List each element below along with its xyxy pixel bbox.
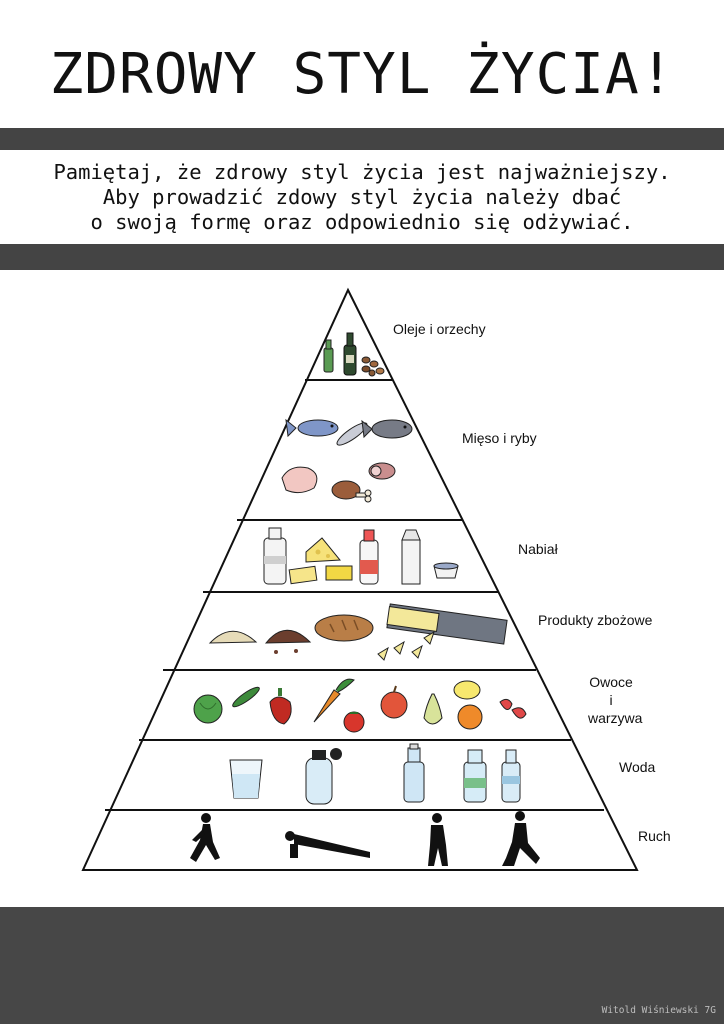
fish-grey-icon xyxy=(361,419,413,439)
water-bottle-1-icon xyxy=(403,743,425,803)
oils-nuts-icons xyxy=(323,332,385,377)
water-bottle-2-icon xyxy=(463,749,487,803)
cabbage-icon xyxy=(193,694,223,724)
top-divider-band xyxy=(0,128,724,150)
sports-bottle-icon xyxy=(305,748,342,805)
strawberries-icon xyxy=(499,698,527,719)
intro-line-2: Aby prowadzić zdowy styl życia należy db… xyxy=(102,185,622,209)
bottom-band xyxy=(0,907,724,1024)
level-label-fruits-line-1: Owoce xyxy=(589,674,633,690)
walker-icon xyxy=(428,813,448,866)
pyramid-outline xyxy=(81,287,639,871)
meat-fish-icons xyxy=(281,418,413,503)
exercise-icons xyxy=(190,811,540,866)
intro-line-3: o swoją formę oraz odpowiednio się odżyw… xyxy=(90,210,634,234)
lunge-icon xyxy=(502,811,540,866)
water-glass-icon xyxy=(229,759,263,799)
intro-text: Pamiętaj, że zdrowy styl życia jest najw… xyxy=(0,160,724,235)
flour-pile-icon xyxy=(208,630,258,644)
intro-line-1: Pamiętaj, że zdrowy styl życia jest najw… xyxy=(53,160,671,184)
food-pyramid xyxy=(81,287,639,871)
dairy-icons xyxy=(263,527,459,585)
fruits-vegetables-icons xyxy=(193,678,527,733)
level-label-fruits-line-3: warzywa xyxy=(588,710,643,726)
oil-bottle-small-icon xyxy=(323,339,334,373)
raw-meat-icon xyxy=(281,466,318,494)
yogurt-cup-icon xyxy=(433,562,459,579)
author-credit: Witold Wiśniewski 7G xyxy=(601,1005,716,1016)
cucumber-icon xyxy=(232,686,260,708)
nuts-icon xyxy=(361,356,385,377)
sausage-icon xyxy=(368,462,396,480)
pasta-icon xyxy=(377,603,508,661)
carrot-icon xyxy=(313,678,355,723)
milk-bottle-icon xyxy=(263,527,287,585)
oil-bottle-large-icon xyxy=(343,332,357,376)
water-icons xyxy=(229,743,521,805)
plank-icon xyxy=(285,831,370,858)
level-label-fruits-vegetables: Owoce i warzywa xyxy=(588,673,643,727)
middle-divider-band xyxy=(0,244,724,270)
water-bottle-3-icon xyxy=(501,749,521,803)
level-label-oils-nuts: Oleje i orzechy xyxy=(393,321,486,337)
level-label-exercise: Ruch xyxy=(638,828,671,844)
buckwheat-pile-icon xyxy=(264,629,312,654)
grains-icons xyxy=(208,603,508,661)
bread-icon xyxy=(314,614,374,642)
runner-icon xyxy=(190,813,220,862)
pepper-icon xyxy=(269,688,292,725)
yogurt-drink-bottle-icon xyxy=(359,529,379,585)
orange-icon xyxy=(457,704,483,730)
level-label-fruits-line-2: i xyxy=(609,692,613,708)
fish-blue-icon xyxy=(285,418,339,438)
level-label-meat-fish: Mięso i ryby xyxy=(462,430,537,446)
apple-red-icon xyxy=(380,685,408,719)
lemon-icon xyxy=(453,680,481,700)
level-label-grains: Produkty zbożowe xyxy=(538,612,653,628)
milk-carton-icon xyxy=(401,529,421,585)
pear-icon xyxy=(423,693,443,725)
fish-small-icon xyxy=(336,422,368,446)
level-label-water: Woda xyxy=(619,759,656,775)
level-label-dairy: Nabiał xyxy=(518,541,558,557)
tomato-icon xyxy=(343,711,365,733)
page-title: ZDROWY STYL ŻYCIA! xyxy=(49,42,675,107)
cheese-icon xyxy=(288,537,353,585)
drumstick-icon xyxy=(331,480,372,503)
